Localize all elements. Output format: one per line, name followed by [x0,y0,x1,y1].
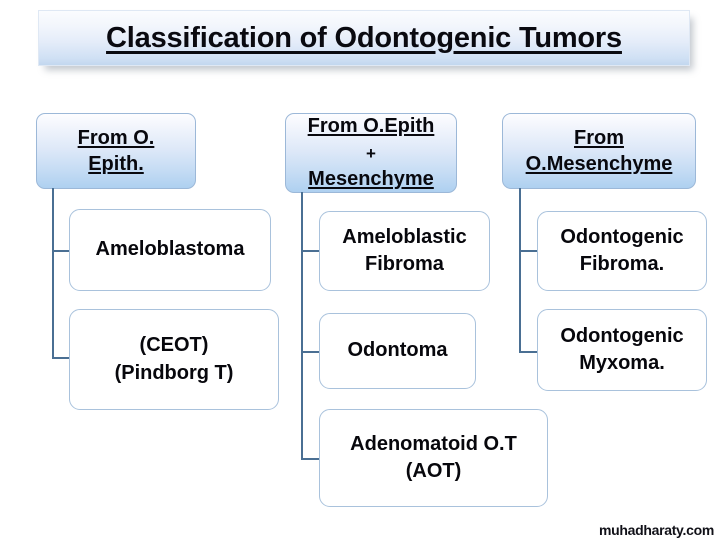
node-ameloblastoma[interactable]: Ameloblastoma [69,209,271,291]
column-header-label: From O. Epith. [78,125,155,178]
page-title: Classification of Odontogenic Tumors [106,21,622,54]
header-line-3: Mesenchyme [308,168,434,191]
header-line-1: From [573,126,624,149]
node-odontogenic-myxoma[interactable]: Odontogenic Myxoma. [537,309,707,391]
node-ceot-pindborg-tumor[interactable]: (CEOT) (Pindborg T) [69,309,279,410]
title-banner: Classification of Odontogenic Tumors [38,10,690,66]
column-header-from-odontogenic-mesenchyme[interactable]: From O.Mesenchyme [502,113,696,189]
connector-stub-odontogenic-fibroma [519,250,538,252]
node-label: Odontogenic Fibroma. [560,225,684,275]
connector-stub-odontoma [301,351,321,353]
header-line-2: + [366,143,376,163]
column-header-label: From O.Epith + Mesenchyme [308,113,435,192]
node-ameloblastic-fibroma[interactable]: Ameloblastic Fibroma [319,211,490,291]
node-label: Ameloblastoma [95,238,245,261]
connector-vertical-column-1 [52,188,54,359]
node-label: Ameloblastic Fibroma [342,225,467,275]
header-line-2: O.Mesenchyme [525,153,673,175]
watermark: muhadharaty.com [598,522,714,538]
node-odontoma[interactable]: Odontoma [319,313,476,389]
node-adenomatoid-odontogenic-tumor[interactable]: Adenomatoid O.T (AOT) [319,409,548,507]
connector-stub-ameloblastic-fibroma [301,250,321,252]
header-line-1: From O.Epith [307,115,435,138]
connector-stub-ameloblastoma [52,250,70,252]
connector-stub-ceot [52,357,70,359]
header-line-2: Epith. [88,153,144,175]
node-label: Adenomatoid O.T (AOT) [350,432,517,482]
node-odontogenic-fibroma[interactable]: Odontogenic Fibroma. [537,211,707,291]
connector-vertical-column-2 [301,192,303,460]
connector-stub-odontogenic-myxoma [519,351,538,353]
node-label: (CEOT) (Pindborg T) [114,334,234,384]
node-label: Odontogenic Myxoma. [560,324,684,374]
header-line-1: From O. [77,126,155,149]
column-header-from-odontogenic-epithelium[interactable]: From O. Epith. [36,113,196,189]
column-header-label: From O.Mesenchyme [526,125,673,178]
connector-vertical-column-3 [519,188,521,353]
connector-stub-aot [301,458,321,460]
node-label: Odontoma [347,339,448,362]
column-header-from-odontogenic-epithelium-plus-mesenchyme[interactable]: From O.Epith + Mesenchyme [285,113,457,193]
